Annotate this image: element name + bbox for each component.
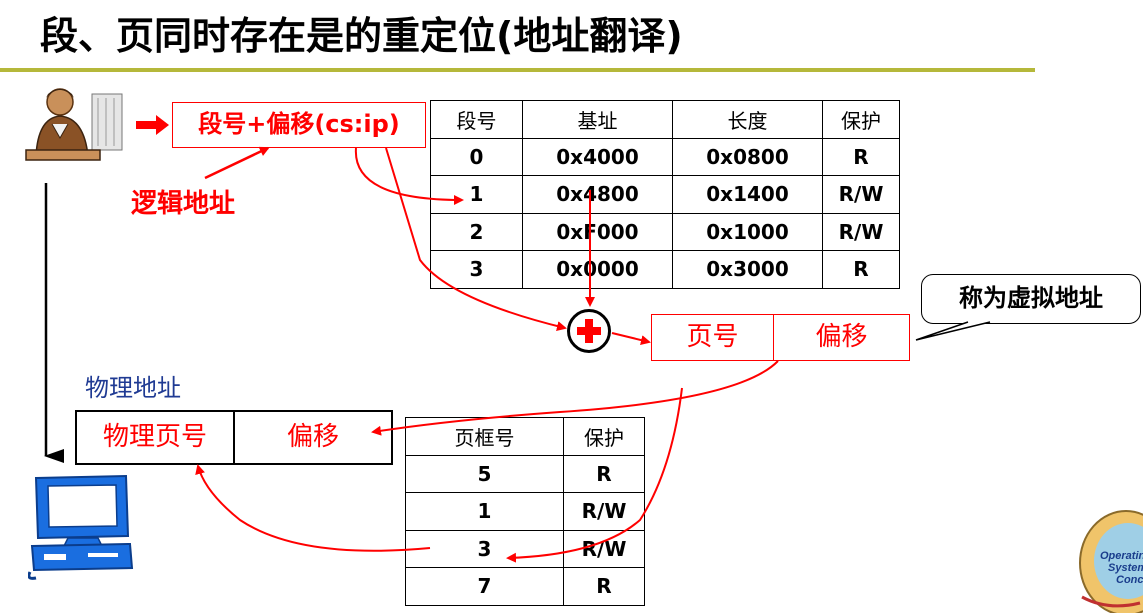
page-title: 段、页同时存在是的重定位(地址翻译) bbox=[40, 14, 683, 58]
header-cell: 段号 bbox=[430, 100, 523, 139]
table-cell: 1 bbox=[405, 492, 564, 531]
table-cell: 2 bbox=[430, 212, 523, 251]
header-cell: 基址 bbox=[522, 100, 673, 139]
table-cell: 0x3000 bbox=[672, 250, 823, 289]
logical-label-pointer bbox=[204, 146, 270, 180]
logical-address-label: 逻辑地址 bbox=[131, 189, 236, 219]
table-cell: 0x1000 bbox=[672, 212, 823, 251]
header-cell: 长度 bbox=[672, 100, 823, 139]
page-number-field: 页号 bbox=[652, 315, 774, 360]
table-cell: 0x4000 bbox=[522, 137, 673, 176]
svg-text:Conc: Conc bbox=[1116, 574, 1143, 586]
adder-to-virtual-arrow bbox=[611, 332, 651, 345]
table-cell: 1 bbox=[430, 175, 523, 214]
table-cell: R bbox=[822, 137, 900, 176]
table-cell: 0x4800 bbox=[522, 175, 673, 214]
header-cell: 保护 bbox=[822, 100, 900, 139]
table-cell: R bbox=[822, 250, 900, 289]
table-row: 0 0x4000 0x0800 R bbox=[430, 137, 900, 176]
table-row: 5 R bbox=[405, 454, 645, 493]
table-cell: R/W bbox=[822, 212, 900, 251]
physical-offset-field: 偏移 bbox=[286, 422, 339, 452]
table-cell: 3 bbox=[405, 529, 564, 568]
table-cell: 5 bbox=[405, 454, 564, 493]
plus-operator-icon bbox=[567, 309, 611, 353]
computer-icon bbox=[28, 474, 134, 580]
header-cell: 保护 bbox=[563, 417, 645, 456]
os-book-logo-icon: Operating System Conc bbox=[1079, 510, 1143, 613]
segment-table-header: 段号 基址 长度 保护 bbox=[430, 100, 900, 139]
svg-text:Operating: Operating bbox=[1100, 550, 1143, 562]
virtual-offset-field: 偏移 bbox=[815, 322, 868, 352]
table-row: 2 0xF000 0x1000 R/W bbox=[430, 212, 900, 251]
table-cell: 0x0800 bbox=[672, 137, 823, 176]
logical-address-box: 段号+偏移(cs:ip) bbox=[172, 102, 426, 148]
table-cell: 0x0000 bbox=[522, 250, 673, 289]
segment-table: 段号 基址 长度 保护 0 0x4000 0x0800 R 1 0x4800 0… bbox=[430, 100, 900, 289]
table-cell: 3 bbox=[430, 250, 523, 289]
table-cell: R bbox=[563, 567, 645, 606]
table-cell: 7 bbox=[405, 567, 564, 606]
physical-address-box: 物理页号 偏移 bbox=[75, 410, 393, 465]
virtual-address-box: 页号 偏移 bbox=[651, 314, 910, 361]
table-cell: R/W bbox=[563, 492, 645, 531]
table-cell: R/W bbox=[822, 175, 900, 214]
table-cell: 0 bbox=[430, 137, 523, 176]
table-row: 7 R bbox=[405, 567, 645, 606]
page-table: 页框号 保护 5 R 1 R/W 3 R/W 7 R bbox=[405, 417, 645, 606]
user-at-desk-icon bbox=[25, 88, 123, 161]
title-underline bbox=[0, 68, 1035, 72]
right-arrow-icon bbox=[136, 115, 169, 135]
frame-number-field: 物理页号 bbox=[77, 412, 235, 463]
table-row: 1 R/W bbox=[405, 492, 645, 531]
physical-address-label: 物理地址 bbox=[85, 374, 181, 402]
table-cell: R/W bbox=[563, 529, 645, 568]
table-row: 1 0x4800 0x1400 R/W bbox=[430, 175, 900, 214]
table-cell: R bbox=[563, 454, 645, 493]
table-row: 3 R/W bbox=[405, 529, 645, 568]
page-table-header: 页框号 保护 bbox=[405, 417, 645, 456]
virtual-address-callout: 称为虚拟地址 bbox=[921, 274, 1141, 324]
callout-pointer bbox=[915, 321, 991, 341]
table-cell: 0x1400 bbox=[672, 175, 823, 214]
frame-to-physical-arrow bbox=[195, 464, 431, 552]
table-cell: 0xF000 bbox=[522, 212, 673, 251]
svg-text:System: System bbox=[1108, 562, 1143, 574]
header-cell: 页框号 bbox=[405, 417, 564, 456]
table-row: 3 0x0000 0x3000 R bbox=[430, 250, 900, 289]
